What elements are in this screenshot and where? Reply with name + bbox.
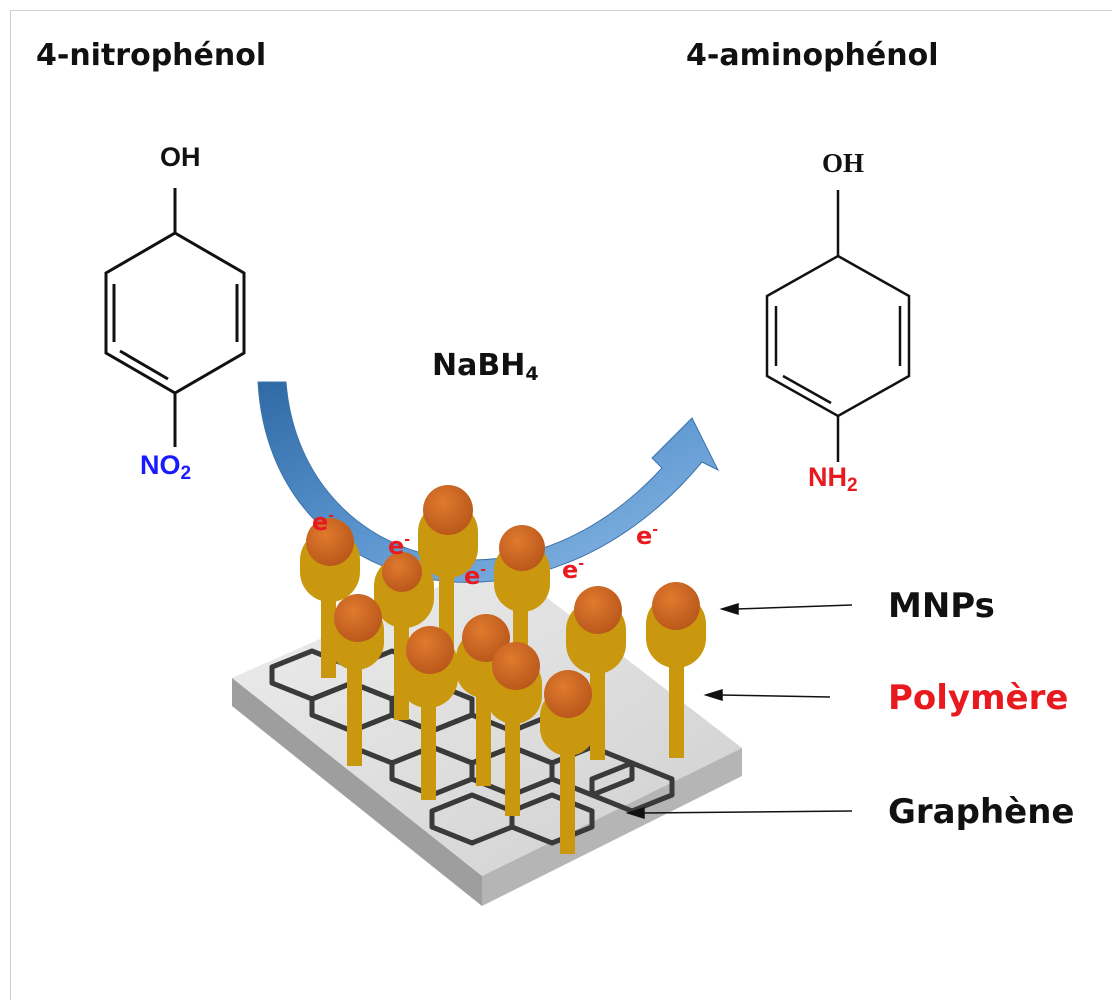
nitrophenol-ring	[104, 188, 246, 447]
front-row-particles	[328, 594, 596, 854]
nitro-group-label: NO2	[140, 450, 192, 484]
legend-graphene: Graphène	[888, 792, 1075, 832]
aminophenol-oh-label: OH	[822, 148, 865, 178]
aminophenol-ring	[765, 190, 911, 462]
legend-mnps: MNPs	[888, 586, 995, 626]
legend-pointers	[625, 602, 853, 820]
electron-label-3: e-	[464, 562, 487, 590]
reactant-title: 4-nitrophénol	[36, 38, 267, 73]
electron-label-4: e-	[562, 556, 585, 584]
reagent-label: NaBH4	[432, 348, 539, 385]
amino-group-label: NH2	[808, 462, 858, 496]
electron-label-1: e-	[312, 508, 335, 536]
electron-label-2: e-	[388, 532, 411, 560]
electron-label-5: e-	[636, 522, 659, 550]
legend-polymer: Polymère	[888, 678, 1069, 718]
nitrophenol-oh-label: OH	[160, 142, 201, 172]
product-title: 4-aminophénol	[686, 38, 939, 73]
